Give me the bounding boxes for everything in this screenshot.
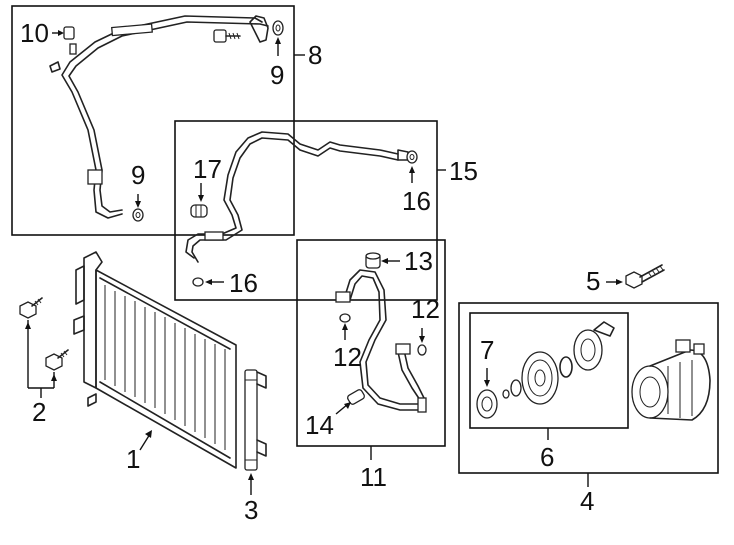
liquid-line-illustration	[185, 131, 409, 263]
callout-5: 5	[586, 266, 601, 296]
washer-9-top-shape	[272, 20, 284, 36]
valve-core-14-shape	[347, 389, 365, 405]
bolt-5-shape	[625, 264, 665, 289]
callout-9-lower: 9	[131, 160, 146, 190]
washer-9-lower-shape	[132, 208, 144, 222]
callout-11: 11	[360, 462, 387, 492]
washer-12-left-shape	[339, 313, 351, 323]
callout-8: 8	[308, 40, 323, 70]
washer-16-lower-shape	[192, 277, 204, 287]
callout-12-left: 12	[333, 342, 362, 372]
callout-14: 14	[305, 410, 334, 440]
callout-2: 2	[32, 397, 47, 427]
callout-10: 10	[20, 18, 49, 48]
callout-16-lower: 16	[229, 268, 258, 298]
callout-6: 6	[540, 442, 555, 472]
cap-10-shape	[63, 26, 75, 40]
discharge-hose-illustration	[49, 15, 269, 219]
group-box-4	[458, 302, 719, 474]
callout-1: 1	[126, 444, 141, 474]
clutch-parts-illustration	[476, 321, 615, 419]
valve-core-17-shape	[190, 204, 208, 218]
callout-3: 3	[244, 495, 259, 525]
callout-16-right: 16	[402, 186, 431, 216]
compressor-illustration	[631, 339, 711, 421]
callout-13: 13	[404, 246, 433, 276]
receiver-drier-illustration	[244, 369, 267, 471]
condenser-illustration	[73, 251, 237, 469]
callout-7: 7	[480, 335, 495, 365]
callout-9-top: 9	[270, 60, 285, 90]
washer-12-right-shape	[417, 344, 427, 356]
bolts-2-shapes	[19, 297, 69, 371]
washer-16-right-shape	[406, 150, 418, 164]
callout-12-right: 12	[411, 294, 440, 324]
suction-hose-illustration	[335, 269, 427, 413]
callout-17: 17	[193, 154, 222, 184]
callout-15: 15	[449, 156, 478, 186]
group-box-15	[174, 120, 438, 301]
group-box-6	[469, 312, 629, 429]
cap-13-shape	[365, 252, 381, 269]
callout-4: 4	[580, 486, 595, 516]
